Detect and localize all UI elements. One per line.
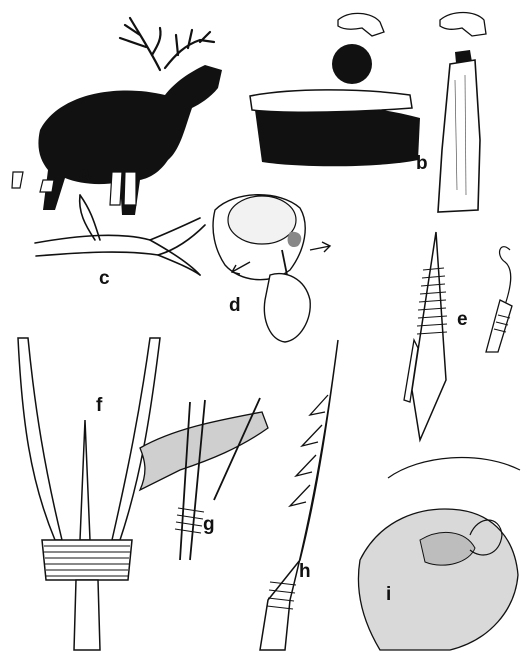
label-c: c bbox=[99, 269, 110, 288]
fish-on-leister bbox=[140, 398, 268, 560]
label-h: h bbox=[299, 562, 311, 581]
label-f: f bbox=[96, 396, 102, 415]
antler-drawing bbox=[35, 195, 205, 275]
barbed-harpoon-drawing bbox=[260, 340, 338, 650]
label-b: b bbox=[416, 154, 428, 173]
label-i: i bbox=[386, 585, 391, 604]
label-g: g bbox=[203, 515, 215, 534]
hand-binding-drawing bbox=[358, 458, 520, 650]
leister-drawing bbox=[18, 338, 160, 650]
label-e: e bbox=[457, 310, 468, 329]
label-a: a bbox=[79, 165, 90, 184]
label-d: d bbox=[229, 296, 241, 315]
bone-splitting-scene bbox=[250, 13, 486, 213]
bound-point-drawing bbox=[404, 232, 447, 440]
elk-silhouette bbox=[12, 18, 222, 215]
thread-tool-drawing bbox=[486, 247, 512, 352]
carving-hands bbox=[213, 195, 330, 342]
